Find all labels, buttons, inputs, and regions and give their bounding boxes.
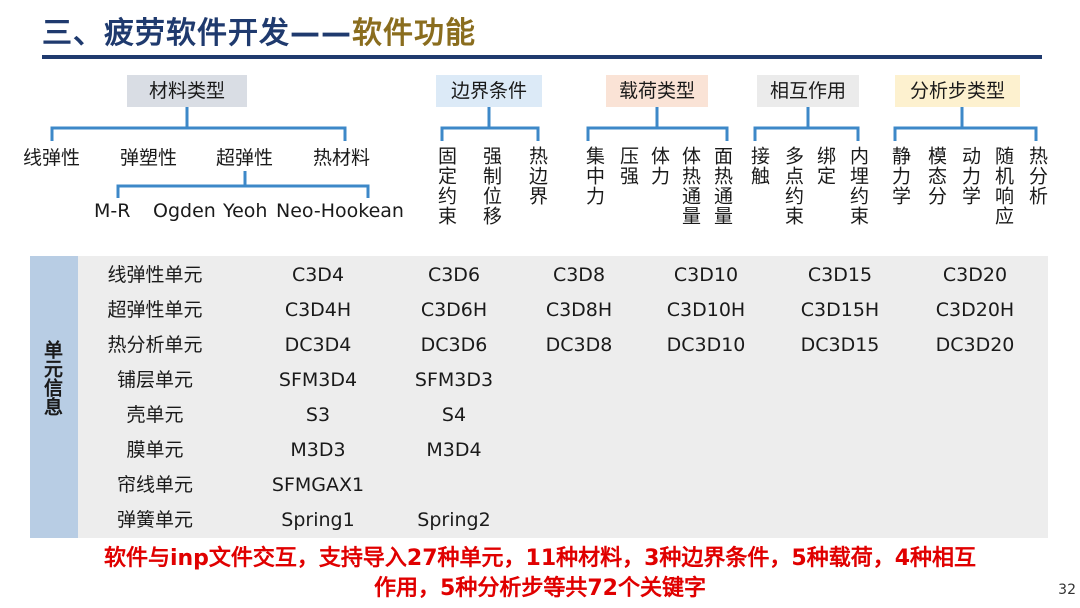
element-code: Spring1 <box>281 509 355 531</box>
element-type-name: 热分析单元 <box>107 334 203 356</box>
load-type-header: 载荷类型 <box>606 75 708 107</box>
material-type-header: 材料类型 <box>127 75 247 107</box>
element-type-name: 帘线单元 <box>116 474 193 496</box>
page-number: 32 <box>1058 582 1076 598</box>
element-code: DC3D15 <box>800 334 880 356</box>
element-code: C3D20H <box>935 299 1015 321</box>
element-type-name: 线弹性单元 <box>107 264 203 286</box>
element-code: C3D10H <box>666 299 746 321</box>
element-code: DC3D4 <box>284 334 352 356</box>
interaction-bracket <box>753 107 860 141</box>
material-item: 热材料 <box>313 147 371 169</box>
element-code: C3D8 <box>552 264 606 286</box>
element-code: S4 <box>441 404 467 426</box>
step-bracket <box>893 107 1038 141</box>
hyperelastic-model: Yeoh <box>223 200 268 222</box>
hyperelastic-bracket <box>116 171 370 198</box>
element-code: C3D20 <box>942 264 1008 286</box>
element-type-name: 铺层单元 <box>116 369 193 391</box>
element-code: C3D10 <box>673 264 739 286</box>
hyperelastic-model: Neo-Hookean <box>276 200 404 222</box>
material-item: 线弹性 <box>23 147 81 169</box>
analysis-step-header: 分析步类型 <box>895 75 1020 107</box>
boundary-bracket <box>440 107 540 141</box>
element-code: S3 <box>305 404 331 426</box>
boundary-item: 热边界 <box>526 146 548 206</box>
boundary-item: 强制位移 <box>480 146 502 226</box>
material-item: 超弹性 <box>216 147 274 169</box>
interaction-item: 内埋约束 <box>847 146 869 226</box>
element-type-name: 膜单元 <box>126 439 184 461</box>
element-code: DC3D10 <box>666 334 746 356</box>
boundary-condition-header: 边界条件 <box>436 75 542 107</box>
element-type-name: 弹簧单元 <box>116 509 193 531</box>
element-code: C3D15 <box>807 264 873 286</box>
table-row: 帘线单元 SFMGAX1 <box>0 468 1080 503</box>
title-dash: —— <box>290 16 352 51</box>
element-code: C3D8H <box>545 299 613 321</box>
element-code: SFM3D4 <box>278 369 358 391</box>
interaction-item: 多点约束 <box>782 146 804 226</box>
hyperelastic-model: M-R <box>94 200 131 222</box>
summary-footer: 软件与inp文件交互，支持导入27种单元，11种材料，3种边界条件，5种载荷，4… <box>0 544 1080 604</box>
load-item: 面热通量 <box>711 146 733 226</box>
element-type-name: 壳单元 <box>126 404 184 426</box>
element-code: DC3D20 <box>935 334 1015 356</box>
step-item: 热分析 <box>1026 146 1048 206</box>
table-row: 弹簧单元 Spring1 Spring2 <box>0 503 1080 538</box>
element-info-sidebar <box>30 256 78 538</box>
step-item: 模态分 <box>925 146 947 206</box>
table-row: 壳单元 S3 S4 <box>0 398 1080 433</box>
step-item: 静力学 <box>889 146 911 206</box>
summary-line-1: 软件与inp文件交互，支持导入27种单元，11种材料，3种边界条件，5种载荷，4… <box>103 546 977 571</box>
material-bracket <box>50 107 347 141</box>
table-row: 膜单元 M3D3 M3D4 <box>0 433 1080 468</box>
material-item: 弹塑性 <box>120 147 178 169</box>
element-code: M3D3 <box>290 439 346 461</box>
boundary-item: 固定约束 <box>435 146 457 226</box>
table-row: 热分析单元 DC3D4 DC3D6 DC3D8 DC3D10 DC3D15 DC… <box>0 328 1080 363</box>
element-code: SFMGAX1 <box>271 474 365 496</box>
interaction-item: 接触 <box>748 146 770 186</box>
hyperelastic-model: Ogden <box>153 200 216 222</box>
element-code: C3D6 <box>427 264 481 286</box>
page-title: 三、疲劳软件开发——软件功能 <box>42 8 476 52</box>
step-item: 动力学 <box>959 146 981 206</box>
element-code: SFM3D3 <box>414 369 494 391</box>
load-item: 集中力 <box>583 146 605 206</box>
element-info-label: 单元信息 <box>41 340 63 416</box>
title-sub: 软件功能 <box>352 16 476 51</box>
element-code: DC3D8 <box>545 334 613 356</box>
element-code: M3D4 <box>426 439 482 461</box>
element-type-name: 超弹性单元 <box>107 299 203 321</box>
summary-line-2: 作用，5种分析步等共72个关键字 <box>374 576 706 601</box>
table-row: 铺层单元 SFM3D4 SFM3D3 <box>0 363 1080 398</box>
title-divider <box>42 55 1042 59</box>
load-item: 体力 <box>648 146 670 186</box>
interaction-item: 绑定 <box>814 146 836 186</box>
table-row: 线弹性单元 C3D4 C3D6 C3D8 C3D10 C3D15 C3D20 <box>0 258 1080 293</box>
element-code: Spring2 <box>417 509 491 531</box>
element-code: DC3D6 <box>420 334 488 356</box>
load-item: 压强 <box>617 146 639 186</box>
load-bracket <box>586 107 729 141</box>
element-code: C3D4 <box>291 264 345 286</box>
title-main: 三、疲劳软件开发 <box>42 16 290 51</box>
load-item: 体热通量 <box>679 146 701 226</box>
element-code: C3D6H <box>420 299 488 321</box>
step-item: 随机响应 <box>992 146 1014 226</box>
element-code: C3D4H <box>284 299 352 321</box>
table-row: 超弹性单元 C3D4H C3D6H C3D8H C3D10H C3D15H C3… <box>0 293 1080 328</box>
element-code: C3D15H <box>800 299 880 321</box>
interaction-header: 相互作用 <box>757 75 859 107</box>
element-info-panel <box>30 256 1048 538</box>
